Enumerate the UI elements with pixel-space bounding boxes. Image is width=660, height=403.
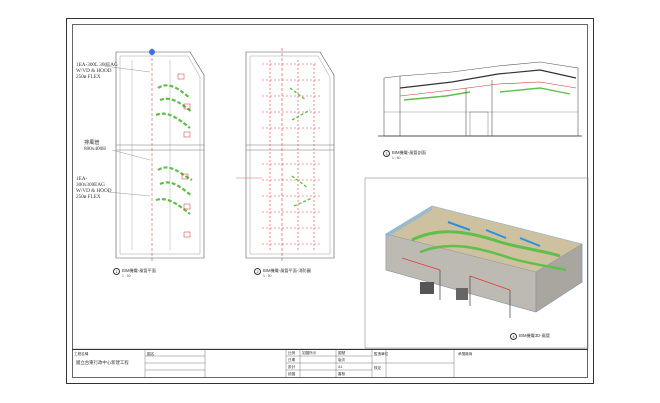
- drawing-label: 圖名: [147, 352, 155, 356]
- 3d-model-view: [364, 177, 589, 349]
- project-label: 工程名稱: [74, 352, 89, 356]
- rev-value: A1: [338, 365, 343, 369]
- draw-label: 繪圖: [288, 372, 296, 376]
- scale-value: 如圖所示: [302, 351, 317, 355]
- design-label: 設計: [288, 365, 296, 369]
- section-drawing: [378, 61, 582, 137]
- view-number-3: 3: [383, 150, 390, 157]
- model3d-caption: BIM機電3D-風管: [519, 333, 550, 338]
- date-label: 日期: [288, 358, 296, 362]
- left-note-top: 1EA-300L 300EAG W/VD & HOOD 250ø FLEX: [76, 62, 118, 80]
- middle-floor-plan: [236, 48, 335, 262]
- view-number-4: 4: [510, 333, 517, 340]
- view-number-2: 2: [254, 268, 261, 275]
- project-name: 國立台東行政中心新建工程: [76, 360, 129, 365]
- left-floor-plan: [103, 48, 205, 262]
- left-note-mid: 排風管 800x400H: [84, 140, 106, 152]
- company-label: 監造單位: [374, 352, 389, 356]
- title-block: 工程名稱 國立台東行政中心新建工程 圖名 比例 如圖所示 日期 設計 繪圖 圖號…: [72, 349, 588, 378]
- drawing-frame: [72, 24, 588, 378]
- contractor-label: 承攬廠商: [458, 352, 473, 356]
- section-caption: BIM機電-風管剖面: [392, 150, 426, 155]
- left-plan-caption: BIM機電-風管平面: [122, 268, 156, 273]
- left-plan-scale: 1 : 50: [122, 274, 131, 278]
- check-label: 審核: [338, 372, 346, 376]
- middle-plan-scale: 1 : 50: [263, 274, 272, 278]
- rev-label: 版次: [338, 358, 346, 362]
- scale-label: 比例: [288, 351, 296, 355]
- sheet-label: 圖號: [338, 351, 346, 355]
- view-number-1: 1: [113, 268, 120, 275]
- approve-label: 核定: [374, 366, 382, 370]
- section-scale: 1 : 50: [392, 156, 401, 160]
- left-note-bottom: 1EA- 300x300EAG W/VD & HOOD 250ø FLEX: [76, 176, 112, 200]
- middle-plan-caption: BIM機電-風管平面-消防圖: [263, 268, 311, 273]
